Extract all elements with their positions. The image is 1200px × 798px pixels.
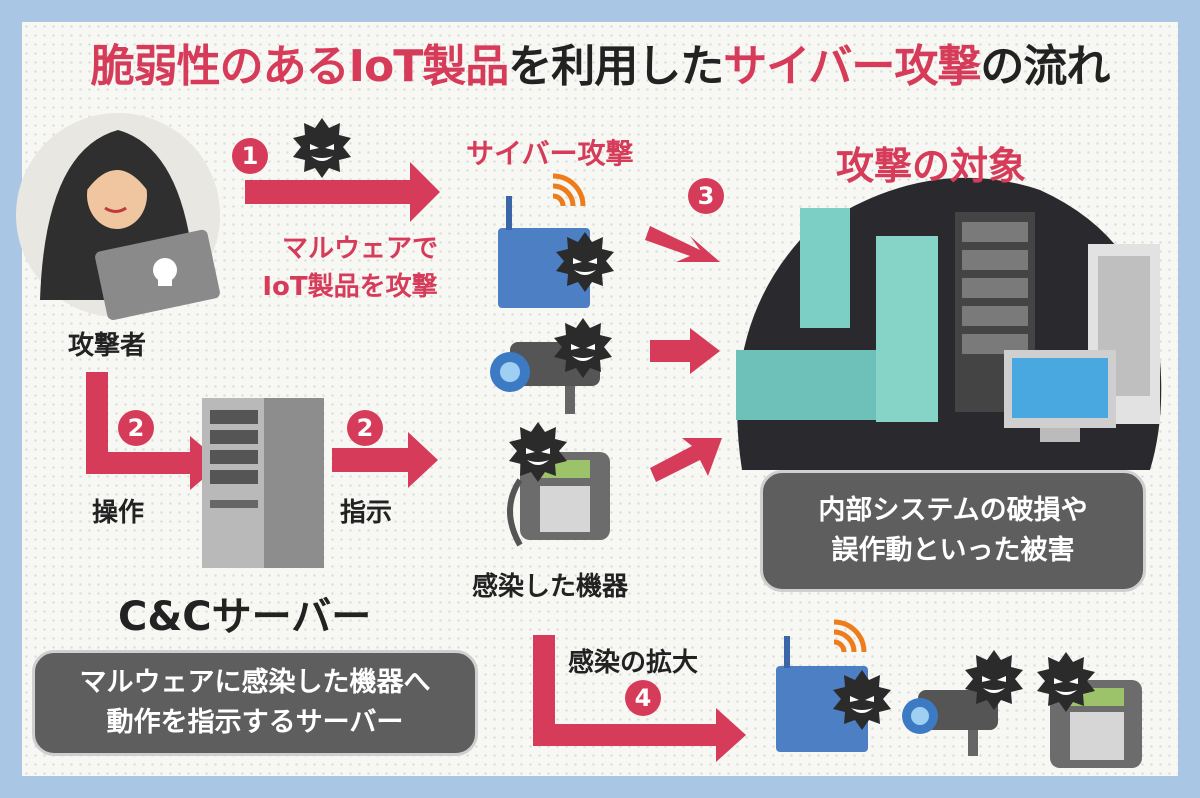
target-systems-illustration xyxy=(736,177,1162,470)
step4-arrow xyxy=(533,635,746,762)
hooded-hacker-icon xyxy=(16,113,220,320)
cyber-attack-label: サイバー攻撃 xyxy=(466,137,634,170)
step1-label-line2: IoT製品を攻撃 xyxy=(262,272,438,302)
step2-instruct-arrow xyxy=(332,432,438,488)
title-part-3: を利用した xyxy=(508,41,724,92)
cnc-server-label: C&Cサーバー xyxy=(118,594,372,640)
title-part-2: IoT製品 xyxy=(348,41,510,92)
title-part-1: 脆弱性のある xyxy=(90,41,350,92)
cnc-description-box: マルウェアに感染した機器へ 動作を指示するサーバー xyxy=(32,650,478,756)
target-title: 攻撃の対象 xyxy=(836,144,1027,188)
cnc-description-line1: マルウェアに感染した機器へ xyxy=(79,667,431,698)
step3-badge: 3 xyxy=(688,178,724,214)
damage-line2: 誤作動といった被害 xyxy=(831,535,1075,566)
step1-label-line1: マルウェアで xyxy=(281,234,438,264)
step4-badge: 4 xyxy=(625,680,661,716)
damage-line1: 内部システムの破損や xyxy=(818,495,1088,526)
router-icon xyxy=(498,173,590,308)
instruct-label: 指示 xyxy=(340,498,393,528)
title-part-4: サイバー攻撃 xyxy=(723,41,981,92)
malware-virus-icon xyxy=(293,118,351,178)
spread-label: 感染の拡大 xyxy=(568,648,699,678)
cnc-server-icon xyxy=(202,398,324,568)
page-title: 脆弱性のあるIoT製品を利用したサイバー攻撃の流れ xyxy=(0,30,1200,94)
attacker-label: 攻撃者 xyxy=(68,331,147,361)
infected-devices-label: 感染した機器 xyxy=(472,572,629,602)
step1-badge: 1 xyxy=(232,138,268,174)
operate-label: 操作 xyxy=(92,498,145,528)
step1-arrow xyxy=(245,162,440,222)
step3-arrows xyxy=(645,226,722,482)
step2-operate-badge: 2 xyxy=(118,410,154,446)
step2-operate-arrow xyxy=(86,372,222,490)
damage-description-box: 内部システムの破損や 誤作動といった被害 xyxy=(760,470,1146,592)
title-part-5: の流れ xyxy=(980,41,1110,92)
step2-instruct-badge: 2 xyxy=(347,410,383,446)
cnc-description-line2: 動作を指示するサーバー xyxy=(106,707,404,738)
